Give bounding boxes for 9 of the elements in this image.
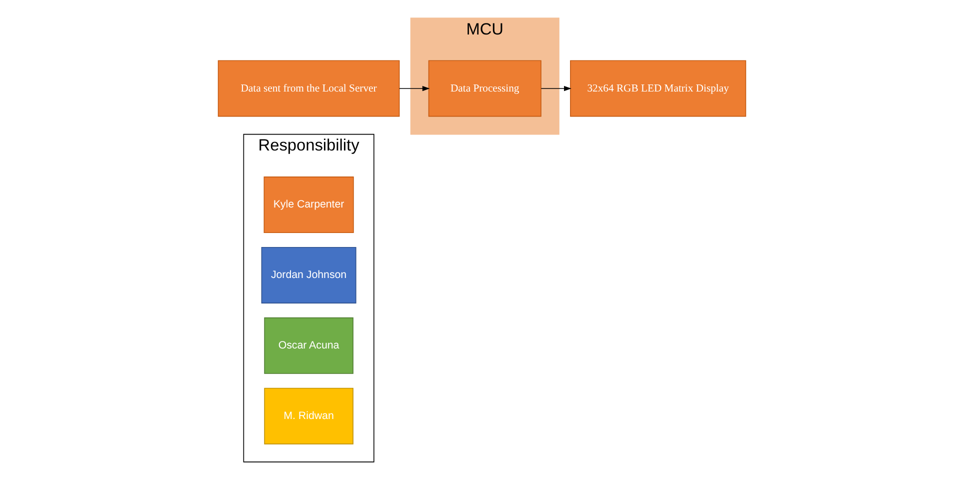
node-box: Jordan Johnson [261,246,356,304]
node-box: Data sent from the Local Server [218,60,400,117]
node-box: M. Ridwan [264,388,354,444]
node-box: Oscar Acuna [264,317,354,374]
arrow [540,86,572,92]
arrow [398,86,430,92]
node-box: 32x64 RGB LED Matrix Display [570,60,746,117]
node-box: Data Processing [428,60,542,117]
node-box: Kyle Carpenter [264,176,354,234]
